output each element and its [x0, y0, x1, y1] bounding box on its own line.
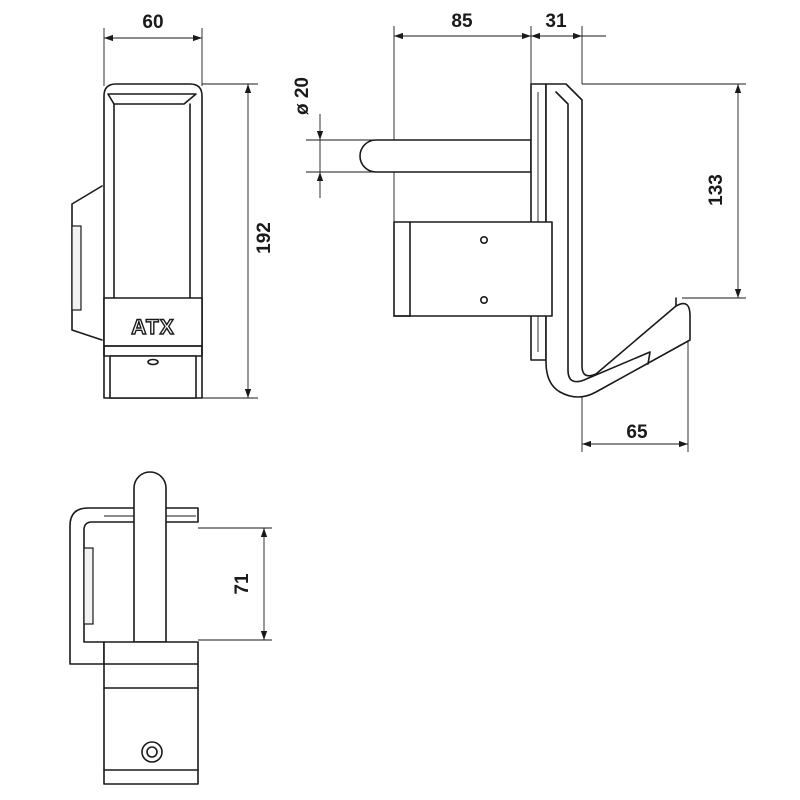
- side-hook: [545, 83, 691, 398]
- dim-label-hook-height: 133: [706, 174, 727, 206]
- front-view: 60 192 ATX: [71, 12, 275, 399]
- side-pin: [359, 139, 532, 173]
- top-pin: [133, 471, 167, 643]
- front-side-plate: [71, 225, 82, 311]
- front-logo-panel: [103, 297, 203, 347]
- dim-label-side-plate: 31: [545, 11, 567, 32]
- top-view: 71: [69, 471, 272, 785]
- dim-label-front-width: 60: [142, 12, 163, 33]
- top-sleeve: [103, 641, 199, 785]
- dim-label-front-height: 192: [254, 222, 275, 254]
- side-bolt-hole-upper: [479, 236, 488, 245]
- top-bolt-inner: [146, 746, 158, 758]
- atx-logo: ATX: [131, 316, 174, 339]
- dim-label-hook-reach: 65: [626, 422, 648, 443]
- front-bolt-hole: [147, 358, 159, 366]
- front-top-bevel: [107, 93, 197, 105]
- top-bracket: [69, 507, 199, 665]
- side-view: 85 31 ø 20 133 65: [292, 11, 746, 452]
- top-side-plate: [83, 547, 94, 625]
- side-sleeve: [393, 221, 553, 317]
- front-body: [103, 83, 203, 399]
- top-bolt-outer: [141, 741, 163, 763]
- side-hook-inner: [555, 91, 651, 383]
- dim-label-pin-diameter: ø 20: [292, 77, 313, 115]
- dim-label-side-depth: 85: [451, 11, 473, 32]
- front-sleeve: [109, 355, 197, 399]
- dim-label-top-spacing: 71: [232, 573, 253, 595]
- side-bolt-hole-lower: [479, 295, 488, 304]
